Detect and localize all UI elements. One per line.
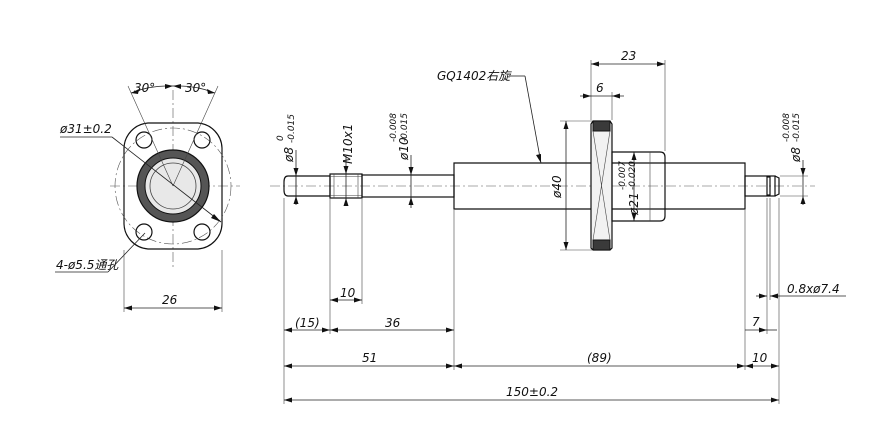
nut-total-length-label: 23 (621, 49, 636, 63)
flange-hole-bottom (592, 239, 611, 251)
dimension-arrow (330, 327, 338, 333)
dimension-arrow (631, 152, 637, 160)
dimension-arrow (446, 327, 454, 333)
right-journal-tolerance-upper: -0.008 (782, 113, 792, 142)
dimension-arrow (759, 327, 767, 333)
left-journal-tolerance-upper: 0 (276, 135, 286, 141)
dimension-arrow (354, 297, 362, 303)
dimension-arrow (322, 327, 330, 333)
leader-arrow (536, 154, 541, 163)
right-end-chamfer (774, 175, 780, 197)
dimension-arrow (563, 121, 569, 129)
flange-end-view: 30° 30° ø31±0.2 4-ø5.5通孔 26 (55, 81, 240, 312)
dimension-arrow (771, 363, 779, 369)
nut-body-tolerance-upper: -0.007 (618, 161, 628, 190)
angle-left-label: 30° (134, 81, 155, 95)
dimension-arrow (408, 167, 414, 175)
pitch-circle (114, 127, 232, 245)
mount-hole-leader (107, 232, 146, 273)
angle-right-label: 30° (185, 81, 206, 95)
mount-hole-bottom-left (135, 223, 153, 241)
dimension-arrow (454, 363, 462, 369)
right-journal (744, 175, 776, 197)
dimension-arrow (343, 198, 349, 206)
dimension-arrow (745, 363, 753, 369)
flange-thickness-label: 6 (596, 81, 604, 95)
left-journal (283, 175, 331, 197)
left-end-length-label: 51 (362, 351, 377, 365)
screw-length-label: (89) (587, 351, 612, 365)
dimension-arrow (583, 93, 591, 99)
nut-body (611, 151, 666, 222)
left-journal-tolerance-lower: -0.015 (287, 114, 297, 143)
dimension-arrow (631, 213, 637, 221)
dimension-arrow (800, 168, 806, 176)
right-journal-diameter-label: ø8 (789, 147, 803, 163)
bore-inner-circle (149, 162, 197, 210)
dimension-arrow (284, 327, 292, 333)
screw-diameter-label: ø40 (550, 175, 564, 199)
angle-arrow (131, 89, 139, 94)
dimension-arrow (771, 397, 779, 403)
dimension-arrow (800, 196, 806, 204)
thread-label: M10x1 (341, 124, 355, 164)
dimension-arrow (343, 166, 349, 174)
angle-arrow (173, 84, 181, 89)
dimension-arrow (770, 293, 778, 299)
groove-label: 0.8xø7.4 (787, 282, 840, 296)
dimension-arrow (591, 61, 599, 67)
nut-body-tolerance-lower: -0.020 (628, 161, 638, 190)
flange-diameter-line (111, 136, 222, 223)
dimension-arrow (612, 93, 620, 99)
angle-arrow (165, 84, 173, 89)
dimension-arrow (284, 397, 292, 403)
journal-length-label: (15) (295, 316, 320, 330)
dimension-arrow (284, 363, 292, 369)
angle-line-left (127, 85, 174, 187)
dimension-arrow (293, 168, 299, 176)
left-journal-diameter-label: ø8 (282, 147, 296, 163)
right-end-length-label: 10 (752, 351, 768, 365)
overall-length-label: 150±0.2 (506, 385, 558, 399)
dimension-arrow (124, 305, 132, 311)
flange-hole-top (592, 120, 611, 132)
flange-outline (123, 122, 223, 250)
bearing-seat-diameter-label: ø10 (397, 137, 411, 161)
step-length-label: 36 (385, 316, 401, 330)
groove-offset-label: 7 (752, 315, 760, 329)
mount-hole-label: 4-ø5.5通孔 (56, 258, 119, 272)
dimension-arrow (293, 196, 299, 204)
flange-width-label: 26 (162, 293, 178, 307)
nut-body-diameter-label: ø21 (627, 192, 641, 216)
screw-spec-label: GQ1402右旋 (437, 69, 512, 83)
dimension-arrow (446, 363, 454, 369)
right-journal-tolerance-lower: -0.015 (792, 113, 802, 142)
bearing-seat-tolerance-upper: -0.008 (389, 113, 399, 142)
angle-line-right (172, 85, 219, 187)
dimension-arrow (737, 363, 745, 369)
dimension-arrow (657, 61, 665, 67)
screw-spec-leader (524, 75, 542, 164)
mount-hole-bottom-right (193, 223, 211, 241)
screw-shaft (453, 162, 746, 210)
bearing-seat-tolerance-lower: -0.015 (400, 113, 410, 142)
dimension-arrow (214, 305, 222, 311)
flange-cross-line (592, 130, 611, 241)
dimension-arrow (563, 242, 569, 250)
snap-ring-groove (766, 176, 771, 196)
flange-diameter-label: ø31±0.2 (59, 122, 112, 136)
dimension-arrow (408, 197, 414, 205)
dimension-arrow (759, 293, 767, 299)
shaft-side-view: ø8 0 -0.015 M10x1 ø10 -0.008 -0.015 GQ14… (270, 49, 846, 404)
angle-arrow (207, 89, 215, 94)
dimension-arrow (330, 297, 338, 303)
flange-diameter-arrow (211, 214, 221, 222)
thread-length-label: 10 (340, 286, 356, 300)
